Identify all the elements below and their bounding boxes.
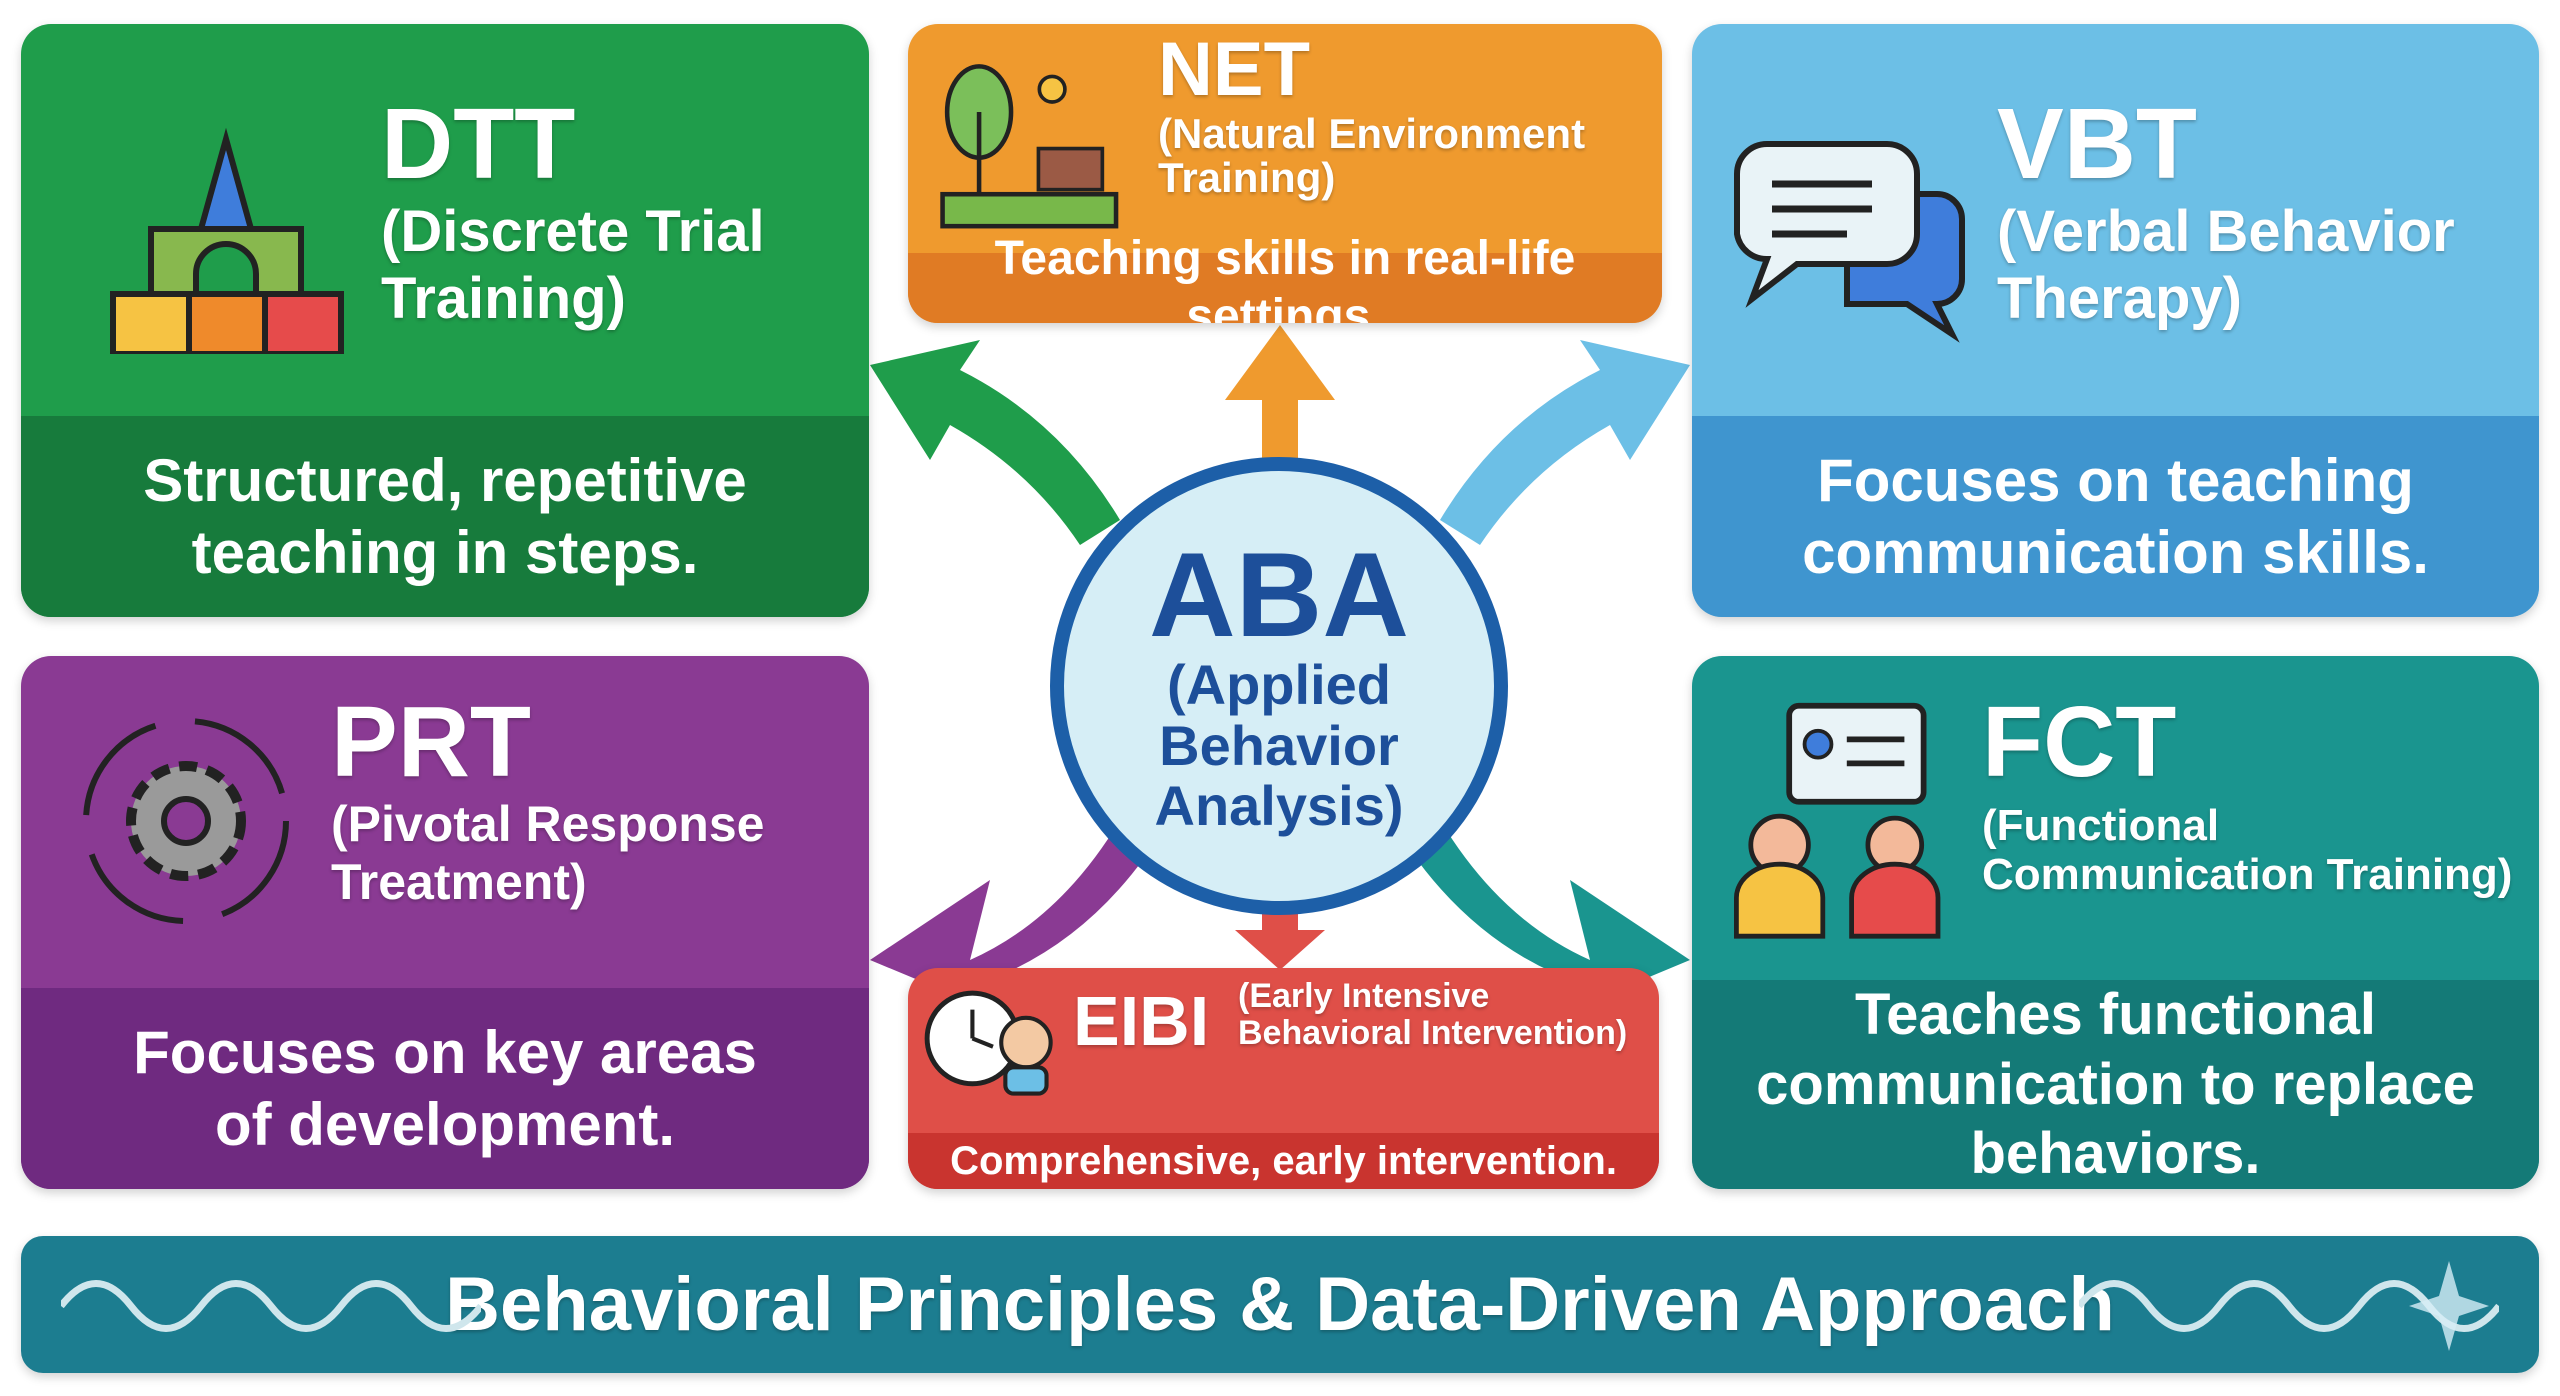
people-talking-icon	[1734, 702, 1941, 939]
footer-text: Behavioral Principles & Data-Driven Appr…	[445, 1262, 2115, 1347]
card-net: NET (Natural Environment Training) Teach…	[908, 24, 1662, 323]
arrow-to-fct	[1410, 820, 1690, 1010]
clock-baby-icon	[924, 990, 1053, 1096]
footer-banner: Behavioral Principles & Data-Driven Appr…	[21, 1236, 2539, 1373]
net-abbr: NET	[1158, 27, 1310, 112]
wave-left-icon	[61, 1280, 481, 1332]
card-fct: FCT (Functional Communication Training) …	[1692, 656, 2539, 1189]
vbt-full-name: (Verbal Behavior Therapy)	[1997, 199, 2455, 331]
dtt-full-name: (Discrete Trial Training)	[381, 199, 765, 331]
sparkle-icon	[2409, 1261, 2489, 1351]
aba-full-name: (Applied Behavior Analysis)	[1154, 653, 1404, 838]
net-description: Teaching skills in real-life settings.	[908, 232, 1662, 323]
fct-full-name: (Functional Communication Training)	[1982, 801, 2513, 900]
eibi-description: Comprehensive, early intervention.	[908, 1133, 1659, 1189]
aba-abbr: ABA	[1149, 528, 1409, 663]
fct-description: Teaches functional communication to repl…	[1692, 980, 2539, 1189]
arrow-to-vbt	[1440, 340, 1690, 545]
fct-abbr: FCT	[1982, 686, 2177, 798]
aba-center-circle: ABA (Applied Behavior Analysis)	[1050, 457, 1508, 915]
park-icon	[940, 64, 1119, 229]
wave-right-icon	[2079, 1261, 2499, 1351]
arrow-to-net	[1225, 325, 1335, 460]
chat-bubbles-icon	[1734, 141, 1965, 343]
gear-cycle-icon	[83, 718, 289, 924]
card-prt: PRT (Pivotal Response Treatment) Focuses…	[21, 656, 869, 1189]
arrow-to-eibi	[1235, 900, 1325, 970]
card-vbt: VBT (Verbal Behavior Therapy) Focuses on…	[1692, 24, 2539, 617]
arrow-to-dtt	[870, 340, 1120, 545]
card-dtt: DTT (Discrete Trial Training) Structured…	[21, 24, 869, 617]
dtt-abbr: DTT	[381, 88, 576, 200]
vbt-abbr: VBT	[1997, 88, 2197, 200]
vbt-description: Focuses on teaching communication skills…	[1692, 416, 2539, 617]
eibi-full-name: (Early Intensive Behavioral Intervention…	[1238, 977, 1628, 1053]
net-full-name: (Natural Environment Training)	[1158, 110, 1586, 202]
prt-full-name: (Pivotal Response Treatment)	[331, 796, 765, 910]
eibi-abbr: EIBI	[1073, 982, 1210, 1060]
arrow-to-prt	[870, 820, 1150, 1010]
prt-description: Focuses on key areas of development.	[21, 988, 869, 1189]
building-blocks-icon	[110, 127, 344, 354]
prt-abbr: PRT	[331, 686, 531, 798]
dtt-description: Structured, repetitive teaching in steps…	[21, 416, 869, 617]
card-eibi: EIBI (Early Intensive Behavioral Interve…	[908, 968, 1659, 1189]
